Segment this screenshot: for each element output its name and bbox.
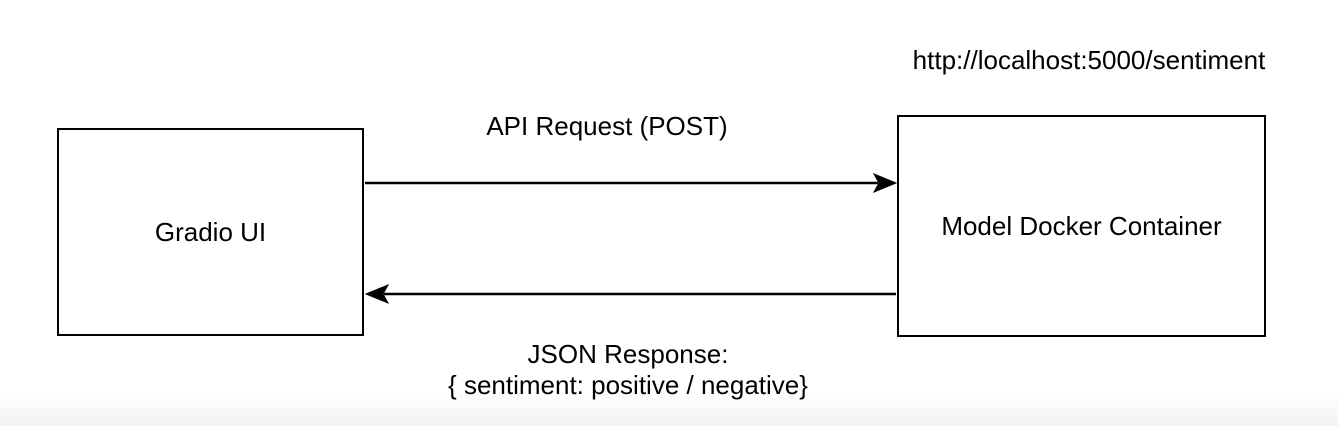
endpoint-url-label: http://localhost:5000/sentiment bbox=[912, 45, 1266, 75]
api-request-arrow bbox=[365, 172, 898, 194]
api-request-arrow-label: API Request (POST) bbox=[486, 111, 728, 141]
json-response-label-line2: { sentiment: positive / negative} bbox=[448, 370, 808, 400]
json-response-arrow-label: JSON Response: { sentiment: positive / n… bbox=[448, 339, 808, 401]
json-response-arrow bbox=[364, 283, 896, 305]
bottom-fade-gradient bbox=[0, 390, 1338, 426]
model-docker-container-box-label: Model Docker Container bbox=[941, 211, 1222, 241]
model-docker-container-box: Model Docker Container bbox=[897, 115, 1266, 337]
json-response-label-line1: JSON Response: bbox=[527, 339, 729, 369]
gradio-ui-box-label: Gradio UI bbox=[154, 217, 267, 247]
gradio-ui-box: Gradio UI bbox=[57, 128, 364, 336]
